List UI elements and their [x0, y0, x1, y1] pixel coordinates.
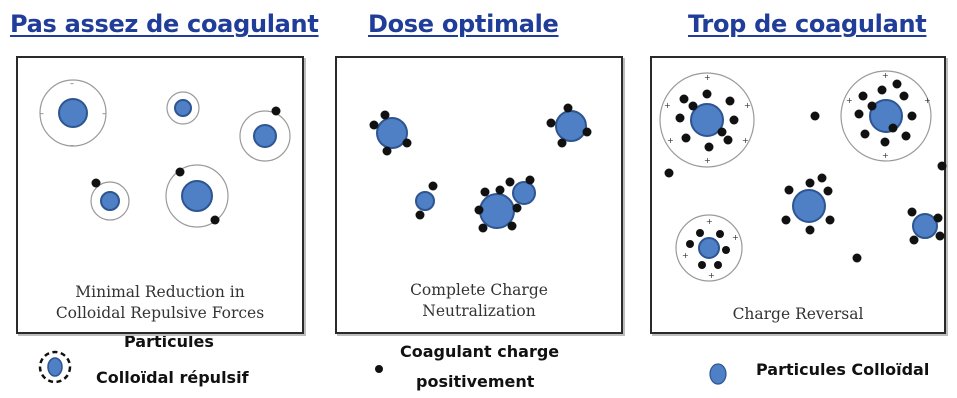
reversed-particle [907, 207, 945, 245]
coagulant-dot [91, 178, 101, 188]
heading-optimal-dose: Dose optimale [368, 10, 559, 38]
svg-text:–: – [70, 141, 74, 150]
neutralized-particle [415, 181, 438, 220]
repulsive-particle [166, 91, 200, 125]
svg-text:+: + [667, 136, 674, 145]
repulsive-particle [239, 106, 291, 162]
panel-charge-reversal: + + + + + + + + + + + + + + [650, 56, 947, 334]
repulsive-particle-legend-icon [38, 350, 72, 384]
reversed-particle [781, 173, 835, 235]
reversed-particle: + + + + [840, 70, 932, 162]
coagulant-dot [810, 111, 820, 121]
heading-not-enough-coagulant: Pas assez de coagulant [10, 10, 319, 38]
svg-text:–: – [102, 109, 106, 118]
panel-complete-neutralization: Complete Charge Neutralization [335, 56, 623, 334]
svg-text:+: + [846, 96, 853, 105]
svg-text:–: – [70, 79, 74, 88]
legend-coagulant-line2: positivement [416, 372, 535, 391]
legend-coagulant-line1: Coagulant charge [400, 342, 560, 361]
svg-text:+: + [664, 101, 671, 110]
panel-complete-neutralization-drawing [369, 103, 592, 233]
svg-text:+: + [744, 101, 751, 110]
svg-text:+: + [704, 73, 711, 82]
caption-line-1: Complete Charge [410, 281, 548, 299]
legend-repulsive-label: Colloïdal répulsif [96, 368, 249, 387]
caption-line-1: Charge Reversal [732, 305, 864, 323]
coagulant-dot [271, 106, 281, 116]
coagulant-legend-icon [375, 365, 383, 373]
caption-line-2: Colloidal Repulsive Forces [55, 304, 265, 322]
legend-repulsive-top: Particules [124, 336, 214, 348]
panel-minimal-reduction-drawing: – – – – [39, 79, 291, 228]
svg-text:+: + [704, 156, 711, 165]
coagulant-dot [210, 215, 220, 225]
svg-text:+: + [924, 96, 931, 105]
repulsive-particle: – – – – [39, 79, 107, 150]
caption-line-1: Minimal Reduction in [75, 283, 245, 301]
svg-text:+: + [708, 271, 715, 280]
coagulant-dot [852, 253, 862, 263]
repulsive-particle [165, 164, 229, 228]
svg-text:+: + [882, 151, 889, 160]
svg-text:+: + [732, 233, 739, 242]
heading-too-much-coagulant: Trop de coagulant [688, 10, 927, 38]
neutralized-cluster [474, 175, 536, 233]
svg-text:–: – [40, 109, 44, 118]
repulsive-particle [90, 178, 130, 221]
coagulant-dot [175, 167, 185, 177]
svg-text:+: + [882, 71, 889, 80]
coagulant-dot [937, 161, 947, 171]
legend-particle-label: Particules Colloïdal [756, 360, 930, 379]
panel-charge-reversal-drawing: + + + + + + + + + + + + + + [659, 70, 947, 282]
caption-line-2: Neutralization [422, 302, 536, 320]
svg-text:+: + [742, 136, 749, 145]
neutralized-particle [369, 110, 412, 156]
neutralized-particle [546, 103, 592, 148]
particle-legend-icon [709, 363, 727, 385]
svg-text:+: + [706, 217, 713, 226]
panel-minimal-reduction: – – – – Minimal Reducti [16, 56, 304, 334]
reversed-particle: + + + + [675, 214, 743, 282]
svg-text:+: + [682, 251, 689, 260]
reversed-particle: + + + + + + [659, 72, 755, 168]
coagulant-dot [664, 168, 674, 178]
